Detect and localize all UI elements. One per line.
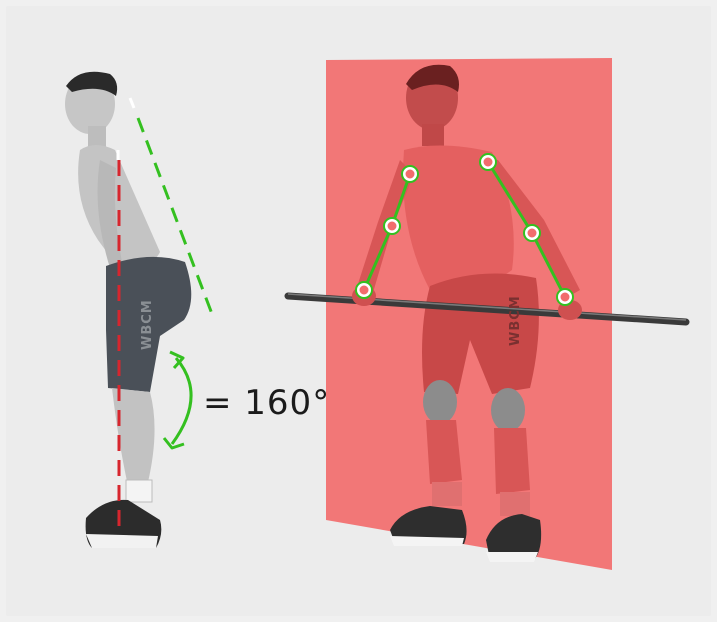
circle-joint-icon — [386, 220, 398, 232]
side-shoe-soles — [86, 534, 158, 548]
front-left-knee — [423, 380, 457, 424]
front-right-knee — [491, 388, 525, 432]
circle-joint-icon — [559, 291, 571, 303]
front-shorts-brand-text: WBCM — [508, 266, 532, 346]
front-right-sock — [500, 492, 530, 516]
front-right-shin — [494, 428, 530, 494]
side-socks — [126, 480, 152, 502]
angle-label: = 160° — [203, 383, 330, 423]
curved-double-arrow-icon — [164, 352, 191, 448]
circle-joint-icon — [482, 156, 494, 168]
torso-line-top — [130, 98, 134, 108]
side-shorts-brand-text: WBCM — [140, 270, 164, 350]
front-left-shin — [426, 420, 462, 484]
front-neck — [422, 124, 444, 146]
circle-joint-icon — [358, 284, 370, 296]
side-view-figure — [65, 72, 191, 548]
front-left-sock — [432, 482, 462, 506]
circle-joint-icon — [526, 227, 538, 239]
front-right-sole — [486, 552, 538, 562]
circle-joint-icon — [404, 168, 416, 180]
side-neck — [88, 126, 106, 148]
